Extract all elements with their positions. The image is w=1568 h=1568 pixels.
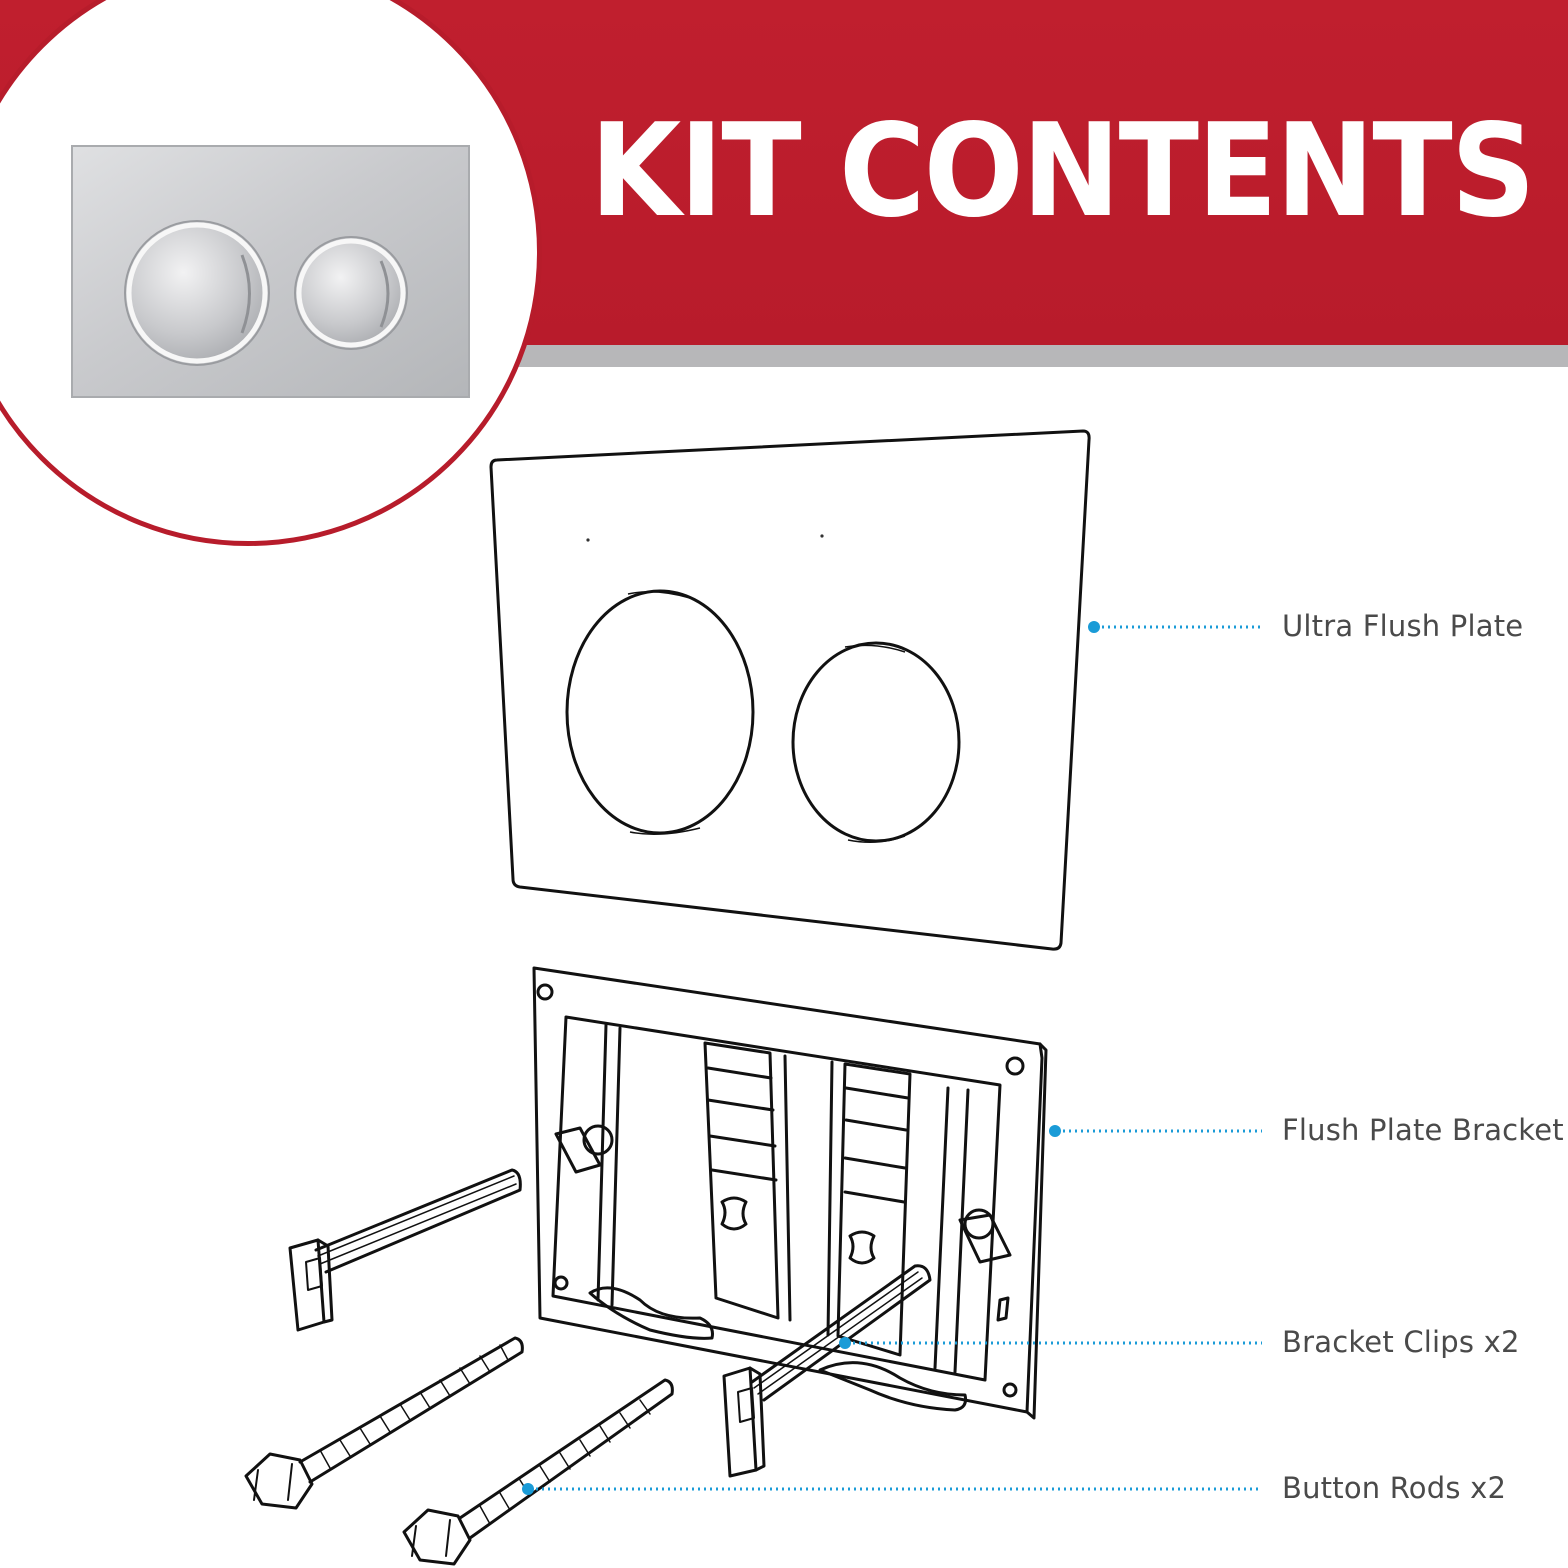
flush-plate-photo (71, 145, 470, 398)
bracket-clips-drawing (288, 1168, 932, 1478)
callout-leader-rods (522, 1483, 1262, 1495)
callout-leader-bracket (1049, 1125, 1262, 1137)
label-ultra-flush-plate: Ultra Flush Plate (1282, 609, 1524, 643)
button-rods-drawing (244, 1336, 674, 1566)
flush-plate-bracket-drawing (532, 966, 1048, 1420)
callout-leader-flush-plate (1088, 621, 1262, 633)
label-button-rods: Button Rods x2 (1282, 1471, 1507, 1505)
page-title: KIT CONTENTS (590, 97, 1536, 246)
callout-leader-clips (839, 1337, 1262, 1349)
product-photo-circle (0, 0, 542, 546)
callout-leaders (522, 621, 1262, 1495)
label-flush-plate-bracket: Flush Plate Bracket (1282, 1113, 1564, 1147)
ultra-flush-plate-drawing (489, 429, 1091, 951)
label-bracket-clips: Bracket Clips x2 (1282, 1325, 1520, 1359)
